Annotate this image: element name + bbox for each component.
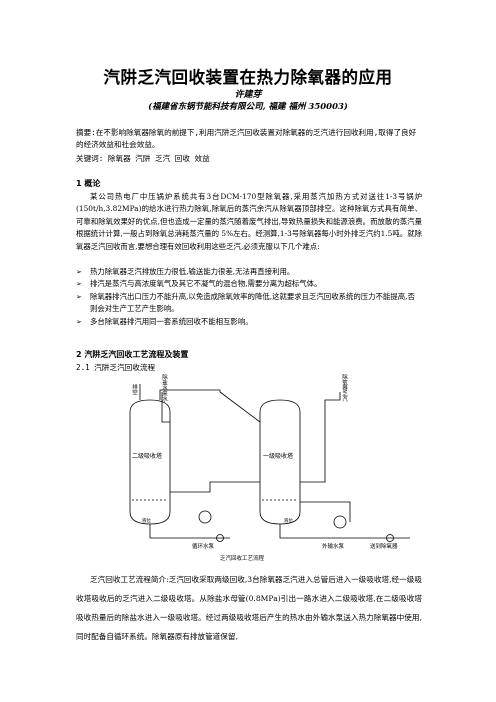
to-deaerator-label: 送到除氧器 — [370, 542, 398, 550]
circulation-pump-label: 循环水泵 — [192, 542, 215, 550]
tower-2-shape — [129, 399, 171, 525]
section-1-heading: 1 概论 — [76, 179, 101, 188]
level-right-label: 液位 — [284, 517, 293, 524]
section-2-paragraph: 乏汽回收工艺流程简介:乏汽回收采取两级回收,3台除氧器乏汽进入总管后进入一级吸收… — [76, 575, 422, 641]
arrow-bullet-icon: ➢ — [76, 280, 82, 289]
author-name: 许建芽 — [234, 90, 262, 100]
transfer-pipe — [170, 481, 260, 493]
tower-2-label: 二级吸收塔 — [132, 452, 162, 460]
difficulty-list: ➢热力除氧器乏汽排放压力很低,输送能力很差,无法再直接利用。 ➢排汽是蒸汽与高浓… — [76, 266, 422, 328]
vapor-transfer-pipe — [159, 389, 261, 423]
arrow-bullet-icon: ➢ — [76, 292, 82, 301]
arrow-bullet-icon: ➢ — [76, 317, 82, 326]
level-left-label: 液位 — [142, 517, 151, 524]
author-affiliation: (福建省东锅节能科技有限公司, 福建 福州 350003) — [148, 102, 348, 112]
vent-label: 排空 — [131, 383, 138, 396]
outlet-pump-symbol — [333, 515, 347, 529]
outlet-pipe — [279, 524, 410, 539]
valve-symbol — [386, 534, 394, 542]
list-item: ➢排汽是蒸汽与高浓度氧气及其它不凝气的混合物,需要分离为超标气体。 — [76, 278, 422, 290]
demin-water-label: 除盐水来水 — [161, 373, 168, 402]
keywords: 关键词: 除氧器 汽阱 乏汽 回收 效益 — [76, 154, 210, 163]
exhaust-inlet-pipe — [300, 392, 341, 483]
abstract: 摘要:在不影响除氧器除氧的前提下,利用汽阱乏汽回收装置对除氧器的乏汽进行回收利用… — [76, 128, 417, 150]
list-item: ➢热力除氧器乏汽排放压力很低,输送能力很差,无法再直接利用。 — [76, 266, 422, 278]
outlet-pump-label: 外输水泵 — [322, 542, 345, 550]
list-item: ➢多台除氧器排汽用同一套系统回收不能相互影响。 — [76, 316, 422, 328]
section-2-heading: 2 汽阱乏汽回收工艺流程及装置 — [76, 350, 189, 359]
recirc-pipe — [300, 501, 351, 522]
tower-1-label: 一级吸收塔 — [263, 452, 293, 460]
circulation-pump-symbol — [198, 510, 212, 524]
section-2-1-heading: 2.1 汽阱乏汽回收流程 — [76, 363, 156, 372]
circulation-pipe — [149, 524, 230, 539]
demin-water-pipe — [161, 392, 170, 423]
process-flow-diagram: 排空 除盐水来水 除氧器乏汽 二级吸收塔 一级吸收塔 液位 液位 循环水泵 外输… — [129, 373, 410, 562]
arrow-bullet-icon: ➢ — [76, 268, 82, 276]
tower-1-shape — [259, 399, 301, 525]
valve-symbol — [216, 534, 224, 542]
article-title: 汽阱乏汽回收装置在热力除氧器的应用 — [103, 68, 393, 87]
diagram-caption: 乏汽回收工艺流程 — [220, 554, 265, 562]
section-1-paragraph: 某公司热电厂中压锅炉系统共有3台DCM-170型除氧器,采用蒸汽加热方式对送往1… — [76, 192, 422, 251]
exhaust-label: 除氧器乏汽 — [341, 373, 348, 402]
list-item: ➢除氧器排汽出口压力不能升高,以免造成除氧效率的降低,这就要求且乏汽回收系统的压… — [76, 291, 415, 314]
